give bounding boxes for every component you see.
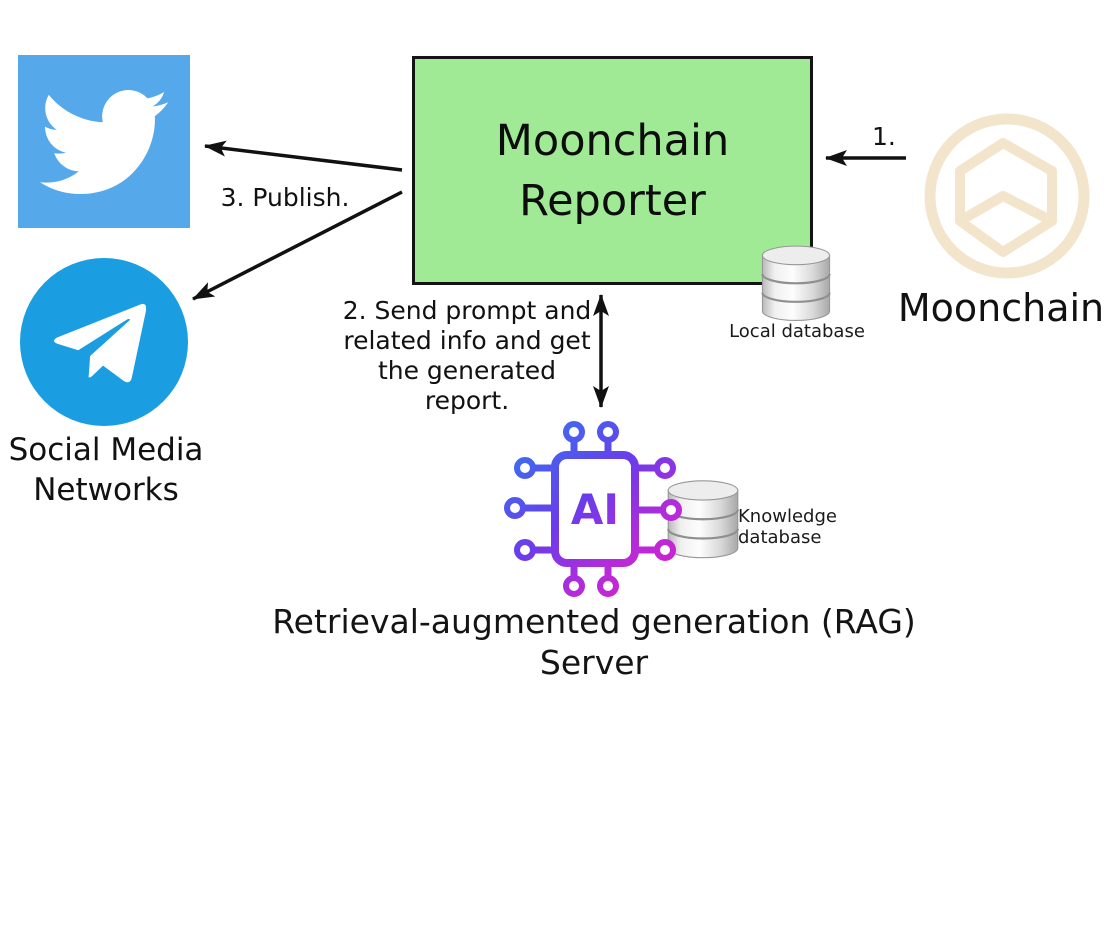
ai-chip-label: AI	[571, 485, 619, 534]
reporter-box-title-line2: Reporter	[519, 175, 706, 226]
knowledge-database-icon	[667, 480, 739, 559]
local-database-label: Local database	[729, 321, 865, 342]
step2-label: 2. Send prompt and related info and get …	[332, 296, 602, 416]
step2-label-line1: 2. Send prompt and	[342, 296, 592, 325]
step2-label-line2: related info and get	[343, 326, 591, 355]
step2-label-line3: the generated report.	[377, 356, 557, 415]
step1-label: 1.	[872, 122, 896, 151]
moonchain-reporter-box: Moonchain Reporter	[412, 56, 813, 285]
rag-server-label: Retrieval-augmented generation (RAG) Ser…	[264, 601, 924, 683]
rag-server-label-line2: Server	[539, 643, 649, 682]
local-database-icon	[761, 245, 831, 321]
knowledge-database-label: Knowledge database	[738, 506, 837, 548]
social-media-label-line2: Networks	[33, 472, 179, 508]
reporter-box-title-line1: Moonchain	[495, 115, 730, 166]
ai-chip-icon: AI	[504, 421, 682, 597]
moonchain-label: Moonchain	[897, 286, 1105, 330]
social-media-label-line1: Social Media	[8, 432, 204, 468]
twitter-icon	[18, 55, 190, 228]
telegram-plane-icon	[54, 303, 146, 382]
twitter-bird-icon	[40, 89, 168, 194]
publish-arrow-to-twitter	[204, 140, 403, 172]
social-media-label: Social Media Networks	[0, 430, 212, 510]
step3-publish-label: 3. Publish.	[220, 183, 350, 212]
moonchain-logo-icon	[924, 113, 1090, 279]
telegram-icon	[20, 258, 188, 426]
rag-server-label-line1: Retrieval-augmented generation (RAG)	[272, 602, 916, 641]
